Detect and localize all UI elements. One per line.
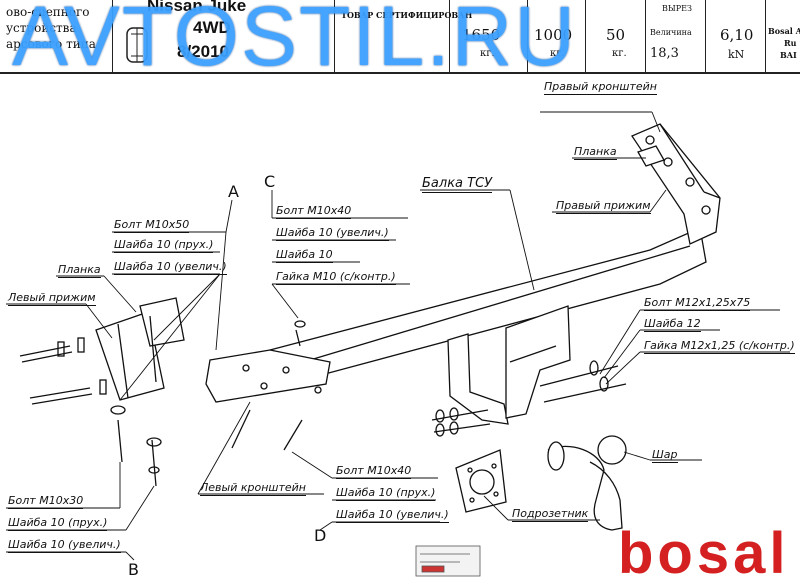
label-ball: Шар [652, 448, 678, 463]
certification-cell: ТОВАР СЕРТИФИЦИРОВАН [335, 0, 472, 72]
weight-label: Величина [650, 28, 692, 37]
callout-letter-d: D [314, 526, 327, 545]
car-model: Nissan Juke [147, 0, 247, 15]
group-b-item: Болт М10х30 [8, 494, 84, 509]
group-d-item: Шайба 10 (увелич.) [336, 508, 449, 523]
product-desc-line: ово-сцепного [6, 5, 90, 19]
load-2-cell: 1000 кг. [528, 0, 586, 72]
label-right-bracket: Правый кронштейн [544, 80, 657, 95]
vertical-load-cell: 50 кг. [586, 0, 646, 72]
left-bracket-drawing [205, 349, 331, 403]
product-desc-line: устройства [6, 21, 77, 35]
load-1-unit: кг. [480, 48, 495, 59]
label-beam: Балка ТСУ [422, 176, 493, 193]
callout-letter-b: B [128, 560, 139, 579]
socket-holder-drawing [455, 449, 507, 513]
bolt-set-right [231, 320, 627, 451]
manufacturer-cell: Bosal A Ru BAI [766, 0, 800, 72]
load-1-value: 1650 [462, 26, 501, 44]
product-desc-line: арсового типа [6, 37, 96, 51]
label-socket-holder: Подрозетник [512, 507, 589, 522]
group-c-item: Болт М10х40 [276, 204, 352, 219]
label-right-clamp: Правый прижим [556, 199, 651, 214]
group-a-item: Болт М10х50 [114, 218, 190, 233]
right-bracket-drawing [631, 123, 721, 245]
callout-letter-c: C [264, 172, 276, 191]
load-2-value: 1000 [534, 26, 573, 44]
bolt-set-left [19, 337, 162, 487]
d-value-unit: kN [728, 48, 745, 61]
load-1-cell: 1650 кг. [450, 0, 528, 72]
manufacturer-name: Bosal A [768, 26, 800, 36]
label-bolt-m12: Болт М12х1,25х75 [644, 296, 751, 311]
manufacturer-name-2: Ru [784, 38, 797, 48]
cert-text: ТОВАР СЕРТИФИЦИРОВАН [341, 10, 473, 20]
cut-cell: ВЫРЕЗ Величина 18,3 [646, 0, 706, 72]
cut-label: ВЫРЕЗ [662, 4, 692, 13]
group-c-item: Шайба 10 [276, 248, 333, 263]
drive-type: 4WD [193, 18, 231, 37]
product-desc-cell: ово-сцепного устройства арсового типа [0, 0, 113, 72]
car-silhouette-icon [126, 27, 148, 63]
brand-logo: bosal [618, 521, 790, 586]
group-b-item: Шайба 10 (увелич.) [8, 538, 121, 553]
right-plate-drawing [637, 145, 665, 167]
center-mount-drawing [447, 305, 571, 425]
label-left-bracket: Левый кронштейн [200, 481, 306, 496]
weight-value: 18,3 [650, 46, 679, 61]
callout-letter-a: A [228, 182, 239, 201]
label-nut-m12: Гайка М12х1,25 (с/контр.) [644, 339, 795, 354]
car-model-cell: Nissan Juke 4WD 8/2010 [113, 0, 335, 72]
leader-lines [6, 111, 790, 561]
group-c-item: Гайка М10 (с/контр.) [276, 270, 396, 285]
d-value: 6,10 [720, 26, 754, 44]
release-date: 8/2010 [177, 42, 229, 61]
load-2-unit: кг. [550, 48, 565, 59]
group-c-item: Шайба 10 (увелич.) [276, 226, 389, 241]
d-value-cell: 6,10 kN [706, 0, 766, 72]
left-clamp-drawing [95, 297, 185, 401]
watermark-text: AVTOSTIL.RU [12, 0, 578, 83]
manufacturer-name-3: BAI [780, 50, 797, 60]
group-b-item: Шайба 10 (прух.) [8, 516, 108, 531]
group-d-item: Шайба 10 (прух.) [336, 486, 436, 501]
tow-beam-drawing [269, 227, 707, 379]
label-left-clamp: Левый прижим [8, 291, 96, 306]
label-plate-right: Планка [574, 145, 617, 160]
group-d-item: Болт М10х40 [336, 464, 412, 479]
spec-header-table: ово-сцепного устройства арсового типа Ni… [0, 0, 800, 74]
vertical-load-unit: кг. [612, 48, 627, 59]
catalog-sticker [415, 545, 481, 577]
vertical-load-value: 50 [606, 26, 626, 44]
group-a-item: Шайба 10 (прух.) [114, 238, 214, 253]
label-plate-left: Планка [58, 263, 101, 278]
group-a-item: Шайба 10 (увелич.) [114, 260, 227, 275]
tow-ball-drawing [547, 435, 627, 531]
label-washer-12: Шайба 12 [644, 317, 701, 332]
